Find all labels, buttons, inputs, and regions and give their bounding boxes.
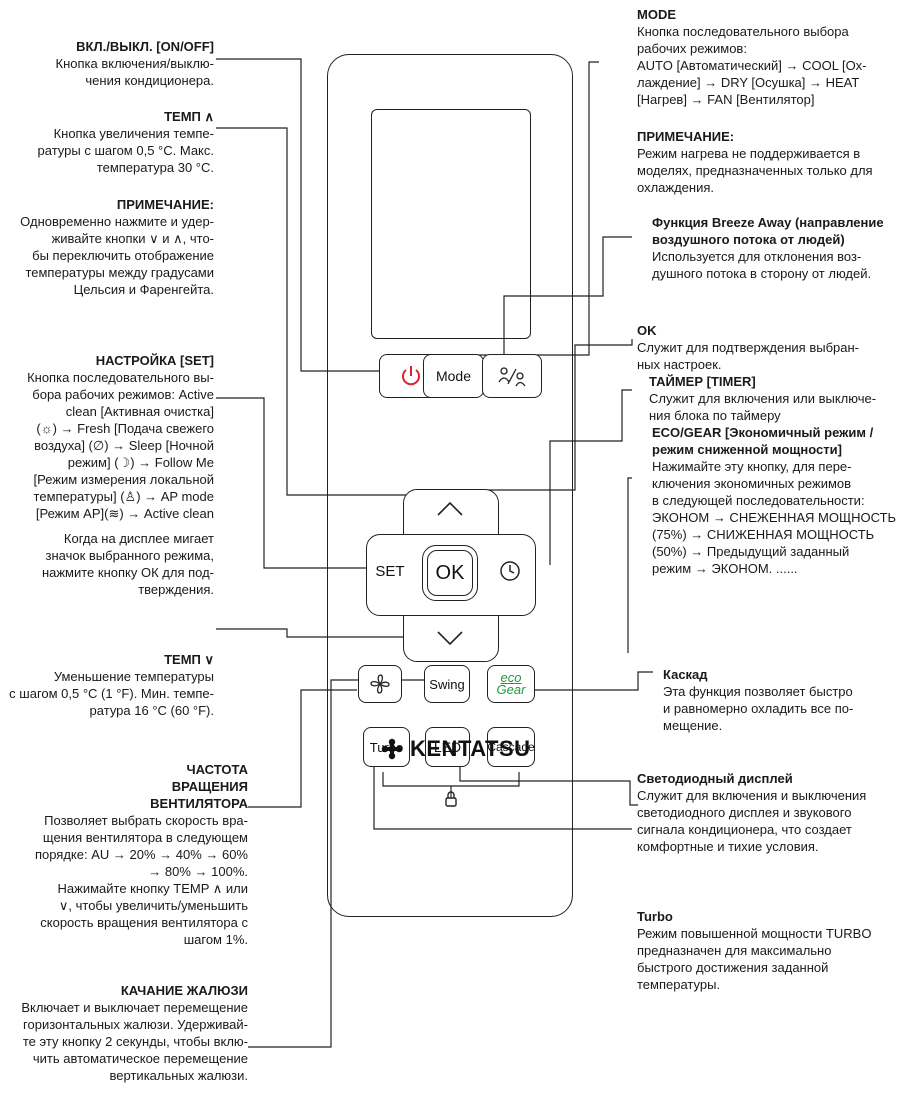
label-onoff: ВКЛ./ВЫКЛ. [ON/OFF] Кнопка включения/вык…: [55, 39, 214, 88]
ok-button[interactable]: OK: [422, 545, 478, 601]
remote-control-body: [327, 54, 573, 917]
label-set: НАСТРОЙКА [SET] Кнопка последовательного…: [27, 353, 214, 521]
brand-logo: KENTATSU: [380, 736, 531, 762]
eco-gear-button[interactable]: eco Gear: [487, 665, 535, 703]
lcd-display: [371, 109, 531, 339]
ok-label: OK: [427, 550, 473, 596]
label-fan-note: Нажимайте кнопку TEMP ∧ или ∨, чтобы уве…: [40, 881, 248, 947]
chevron-down-icon: [437, 631, 463, 646]
chevron-up-icon: [437, 501, 463, 516]
gear-label: Gear: [496, 682, 526, 697]
cascade-button[interactable]: Cascade: [487, 727, 535, 767]
temp-down-button[interactable]: [406, 619, 494, 657]
breeze-away-button[interactable]: [482, 354, 542, 398]
label-timer: ТАЙМЕР [TIMER] Служит для включения или …: [649, 374, 877, 423]
brand-name: KENTATSU: [410, 736, 531, 761]
label-set-note: Когда на дисплее мигает значок выбранног…: [41, 531, 214, 597]
label-turbo: Turbo Режим повышенной мощности TURBO пр…: [637, 909, 872, 992]
label-temp-down: ТЕМП ∨ Уменьшение температуры с шагом 0,…: [9, 652, 214, 718]
eco-label: eco: [500, 670, 522, 685]
label-fan-speed: ЧАСТОТА ВРАЩЕНИЯ ВЕНТИЛЯТОРА Позволяет в…: [34, 762, 248, 879]
timer-button[interactable]: [490, 554, 530, 588]
power-icon: [402, 366, 420, 386]
label-breeze-away: Функция Breeze Away (направление воздушн…: [652, 215, 884, 281]
label-temp-note: ПРИМЕЧАНИЕ: Одновременно нажмите и удер-…: [20, 197, 214, 297]
label-temp-up: ТЕМП ∧ Кнопка увеличения темпе- ратуры с…: [37, 109, 214, 175]
label-cascade: Каскад Эта функция позволяет быстро и ра…: [663, 667, 854, 733]
swing-button[interactable]: Swing: [424, 665, 470, 703]
lock-icon: [445, 791, 457, 807]
temp-up-button[interactable]: [409, 490, 491, 528]
breeze-away-icon: [498, 367, 526, 387]
set-button[interactable]: SET: [371, 554, 409, 588]
snowflake-logo-icon: [381, 738, 403, 760]
clock-icon: [500, 561, 520, 581]
label-swing: КАЧАНИЕ ЖАЛЮЗИ Включает и выключает пере…: [21, 983, 248, 1083]
label-mode: MODE Кнопка последовательного выбора раб…: [637, 7, 867, 107]
label-ok: OK Служит для подтверждения выбран- ных …: [637, 323, 859, 372]
label-eco-gear: ECO/GEAR [Экономичный режим / режим сниж…: [652, 425, 897, 576]
mode-button[interactable]: Mode: [423, 354, 484, 398]
label-led-display: Светодиодный дисплей Служит для включени…: [637, 771, 867, 854]
fan-speed-button[interactable]: [358, 665, 402, 703]
led-button[interactable]: LED: [425, 727, 470, 767]
label-mode-note: ПРИМЕЧАНИЕ: Режим нагрева не поддерживае…: [637, 129, 873, 195]
fan-icon: [370, 674, 390, 694]
